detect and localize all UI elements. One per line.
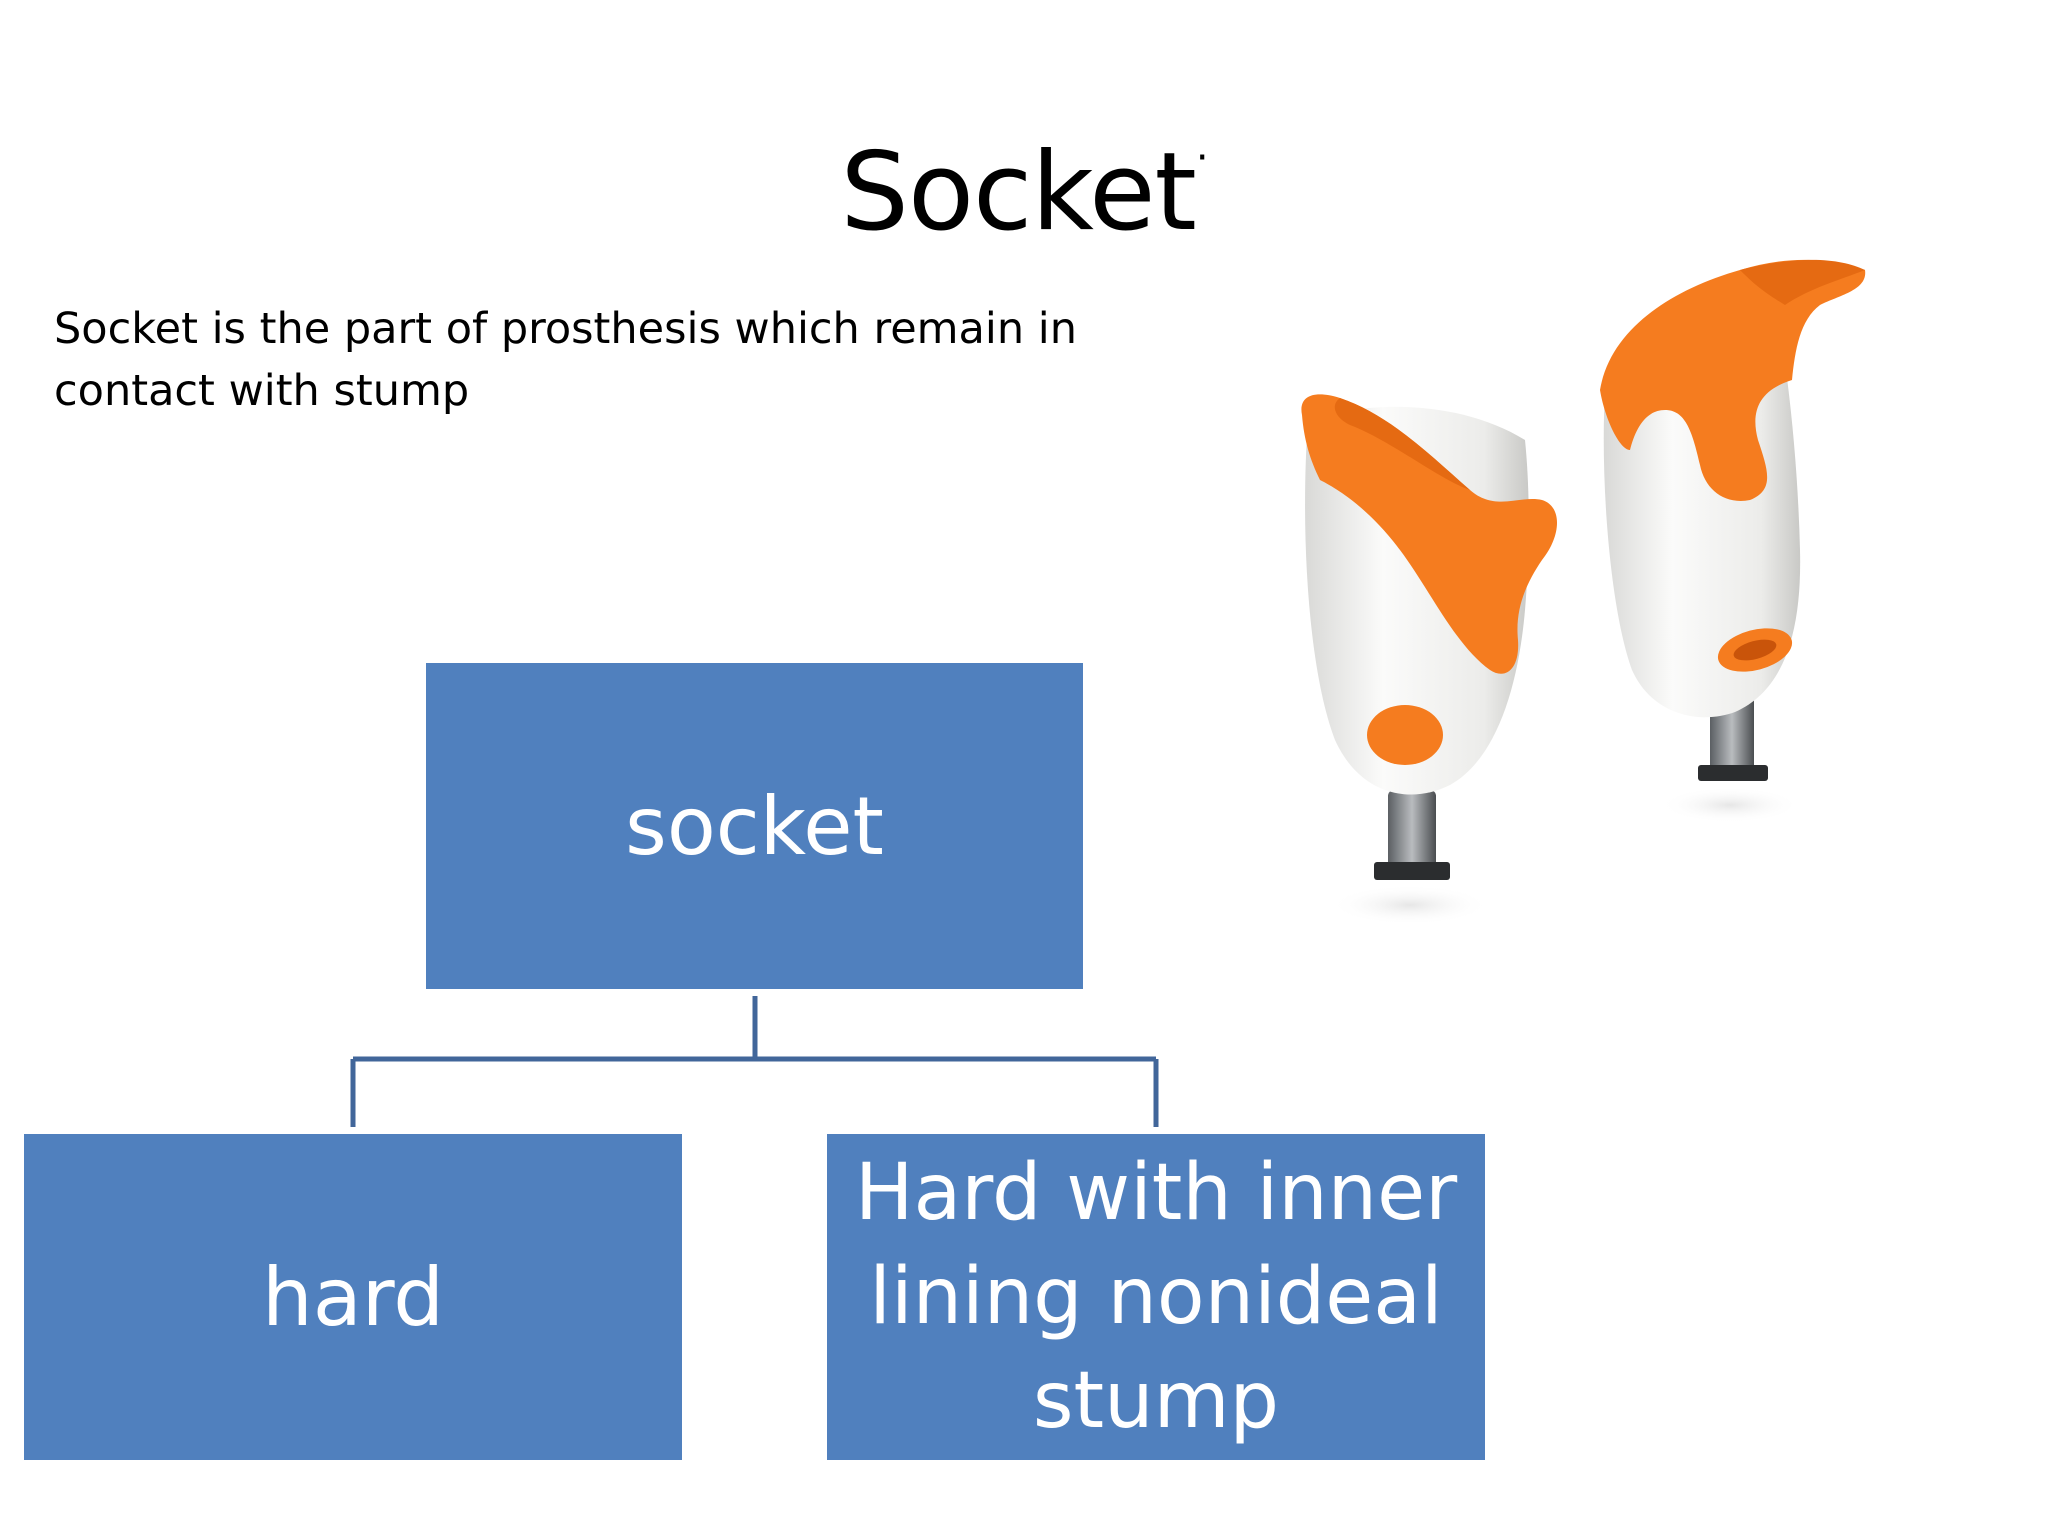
title-mark: · xyxy=(1195,135,1209,181)
socket-right xyxy=(1600,259,1866,823)
title-text: Socket xyxy=(840,130,1196,255)
slide-title: Socket· xyxy=(0,128,2048,258)
adapter-left xyxy=(1388,790,1436,870)
liner-right xyxy=(1600,259,1866,501)
node-socket: socket xyxy=(426,663,1083,989)
node-hard-with-inner-lining: Hard with inner lining nonideal stump xyxy=(827,1134,1485,1460)
prosthetic-sockets-photo xyxy=(1301,259,1866,925)
node-hard: hard xyxy=(24,1134,682,1460)
socket-left xyxy=(1301,394,1557,925)
intro-text: Socket is the part of prosthesis which r… xyxy=(54,304,1077,416)
liner-left xyxy=(1301,394,1557,674)
